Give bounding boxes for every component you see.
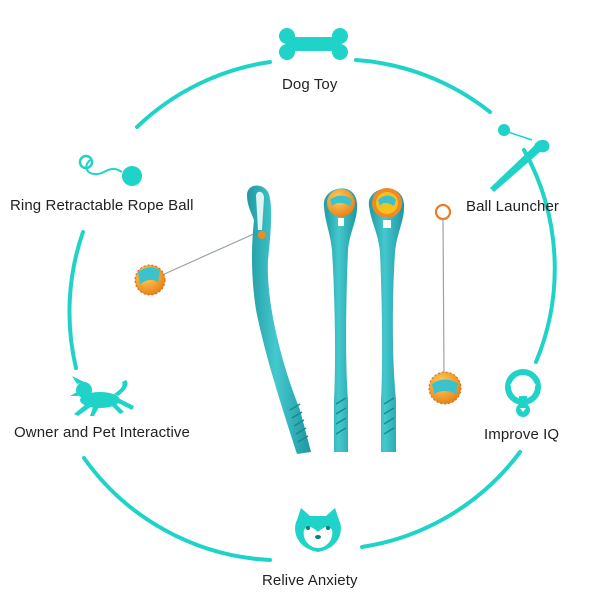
improve-iq-label: Improve IQ xyxy=(484,426,560,443)
ring-rope-ball-label: Ring Retractable Rope Ball xyxy=(10,197,194,214)
dog-collar-icon xyxy=(505,369,541,417)
running-dog-icon xyxy=(70,376,134,416)
owner-pet-interactive-label: Owner and Pet Interactive xyxy=(14,424,190,441)
rope-ball-product xyxy=(134,231,259,296)
shiba-dog-face-icon xyxy=(295,508,341,552)
ball-launcher-product-left xyxy=(247,185,311,454)
relive-anxiety-label: Relive Anxiety xyxy=(262,572,358,589)
dog-toy-label: Dog Toy xyxy=(282,76,338,93)
ring-rope-ball-product xyxy=(428,203,462,405)
ball-launcher-product-middle xyxy=(323,188,358,452)
bone-icon xyxy=(279,28,348,60)
ball-launcher-product-right xyxy=(368,188,405,452)
ball-launcher-label: Ball Launcher xyxy=(466,198,560,215)
circle-ring xyxy=(67,58,557,562)
ball-launcher-icon xyxy=(490,124,550,192)
rope-ball-icon xyxy=(78,154,142,186)
